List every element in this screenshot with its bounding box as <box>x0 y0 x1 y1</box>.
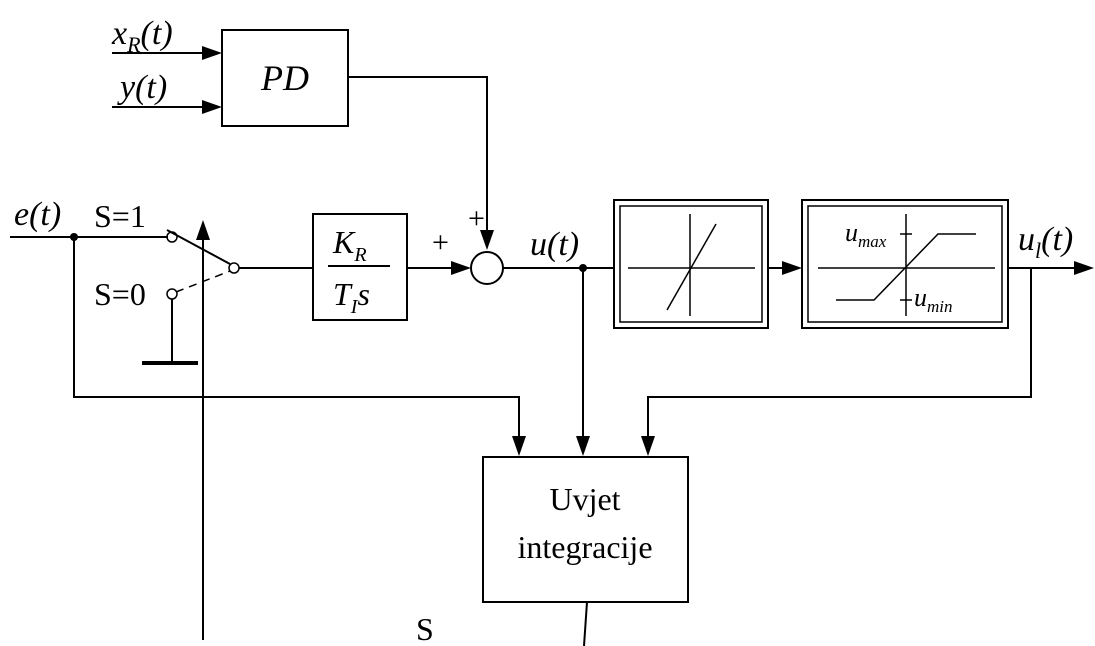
e-input-label: e(t) <box>14 196 61 233</box>
summer-plus-top: + <box>468 202 485 235</box>
switch-s0-label: S=0 <box>94 276 146 312</box>
linear-characteristic-line <box>666 223 717 311</box>
limiter-umin-label: umin <box>914 283 953 316</box>
svg-text:umin: umin <box>914 283 953 316</box>
y-input-label: y(t) <box>117 69 167 106</box>
switch-pivot-contact <box>228 262 240 274</box>
svg-text:TIs: TIs <box>333 276 370 318</box>
summer-plus-left: + <box>432 226 449 259</box>
pd-label: PD <box>260 58 309 98</box>
svg-text:umax: umax <box>845 218 887 251</box>
condition-output-line <box>583 601 588 646</box>
integrator-numerator: KR <box>332 224 367 266</box>
ul-feedback-line <box>647 268 1032 438</box>
pd-output-line <box>348 76 488 230</box>
limiter-umax-label: umax <box>845 218 887 251</box>
svg-text:ul(t): ul(t) <box>1018 221 1073 263</box>
ul-feedback-arrowhead <box>641 436 655 456</box>
u-signal-label: u(t) <box>530 226 579 263</box>
switch-s1-label: S=1 <box>94 198 146 234</box>
svg-text:xR(t): xR(t) <box>111 15 173 57</box>
switch-control-arrowhead <box>196 220 210 240</box>
condition-label-line1: Uvjet <box>549 481 620 517</box>
linear-block-inner <box>619 205 763 323</box>
e-feedback-line <box>73 237 520 438</box>
xr-input-label: xR(t) <box>111 15 173 57</box>
integrator-to-summer-arrowhead <box>451 261 471 275</box>
integrator-denominator: TIs <box>333 276 370 318</box>
y-arrowhead <box>202 100 222 114</box>
ul-signal-label: ul(t) <box>1018 221 1073 263</box>
limiter-output-arrowhead <box>1074 261 1094 275</box>
limiter-saturation-curve <box>836 233 976 301</box>
linear-to-limiter-arrowhead <box>782 261 802 275</box>
e-feedback-arrowhead <box>512 436 526 456</box>
pd-to-summer-arrowhead <box>480 230 494 250</box>
summing-junction <box>470 251 504 285</box>
xr-arrowhead <box>202 46 222 60</box>
integration-condition-block <box>482 456 689 603</box>
condition-label-line2: integracije <box>517 529 652 565</box>
linear-block-outer <box>613 199 769 329</box>
svg-text:KR: KR <box>332 224 367 266</box>
switch-control-label: S <box>416 611 434 646</box>
limiter-block-outer <box>801 199 1009 329</box>
limiter-block-inner <box>807 205 1003 323</box>
switch-blade <box>166 229 231 265</box>
u-feedback-arrowhead <box>576 436 590 456</box>
pd-block <box>221 29 349 127</box>
switch-contact-s0 <box>166 288 178 300</box>
